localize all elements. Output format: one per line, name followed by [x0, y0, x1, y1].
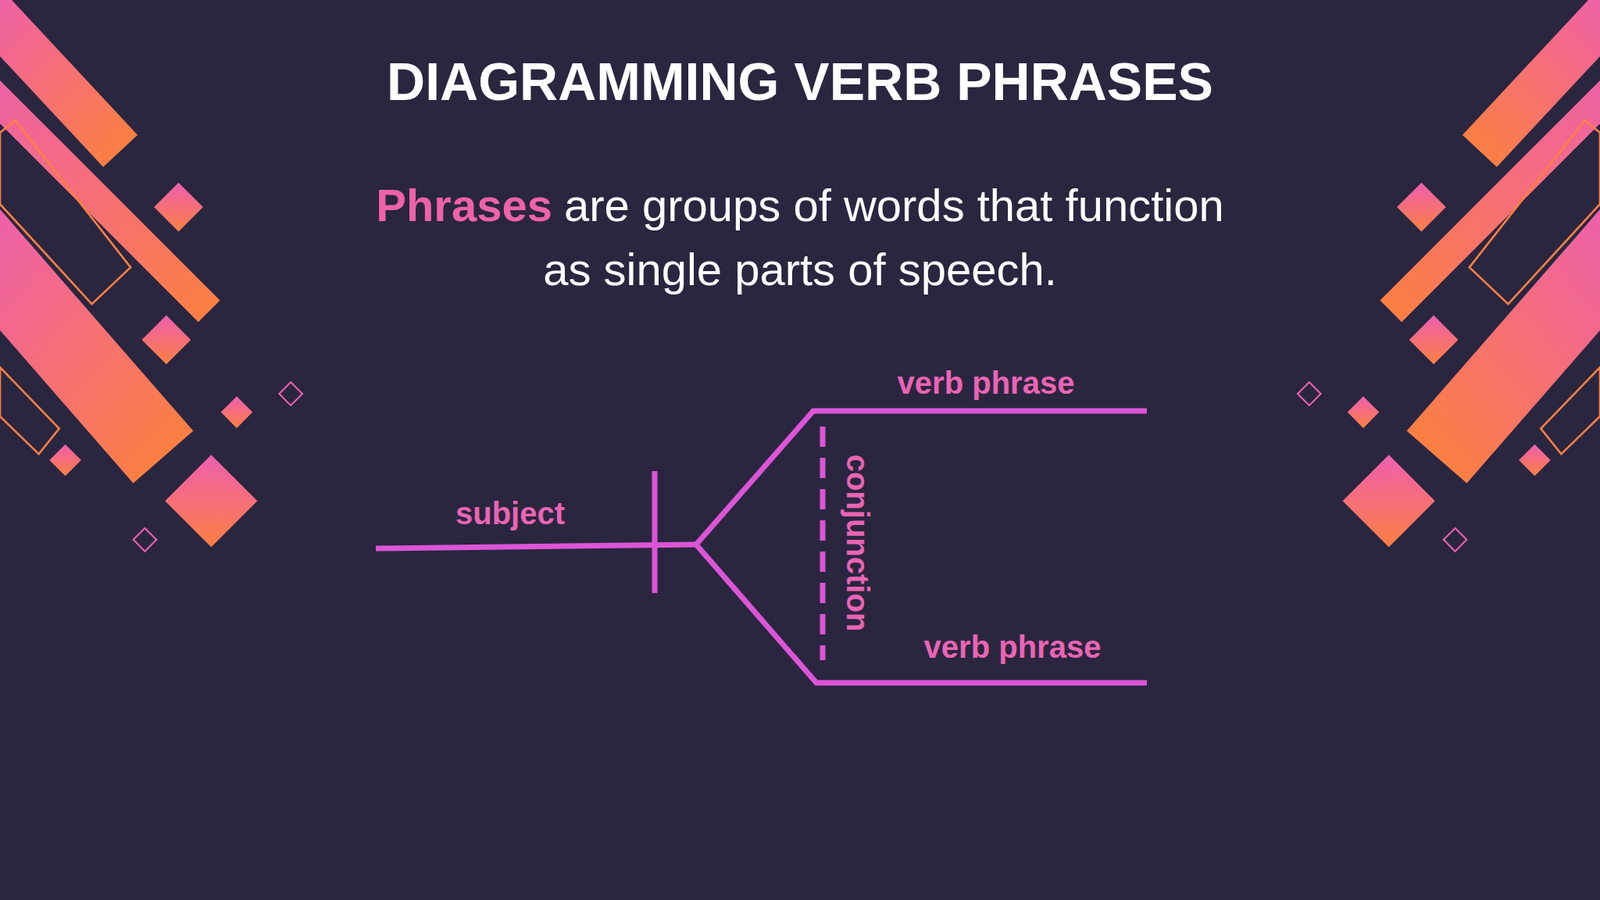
divider-tick: [652, 471, 658, 593]
subject-label: subject: [455, 495, 565, 532]
verb-phrase-label: verb phrase: [897, 364, 1075, 401]
subject-line: [375, 544, 697, 549]
definition-text: Phrasesare groups of words that function…: [370, 173, 1230, 302]
highlight-term: Phrases: [375, 179, 553, 231]
corner-ornament: [1297, 0, 1600, 552]
definition-body: are groups of words that function as sin…: [542, 179, 1225, 295]
slide-title: DIAGRAMMING VERB PHRASES: [0, 48, 1600, 115]
verb-phrase-label: verb phrase: [924, 628, 1102, 665]
conjunction-line: [820, 426, 826, 661]
predicate-branch: [696, 410, 1147, 545]
predicate-branch: [696, 544, 1147, 683]
corner-ornament: [0, 0, 303, 552]
conjunction-label: conjunction: [839, 454, 876, 633]
